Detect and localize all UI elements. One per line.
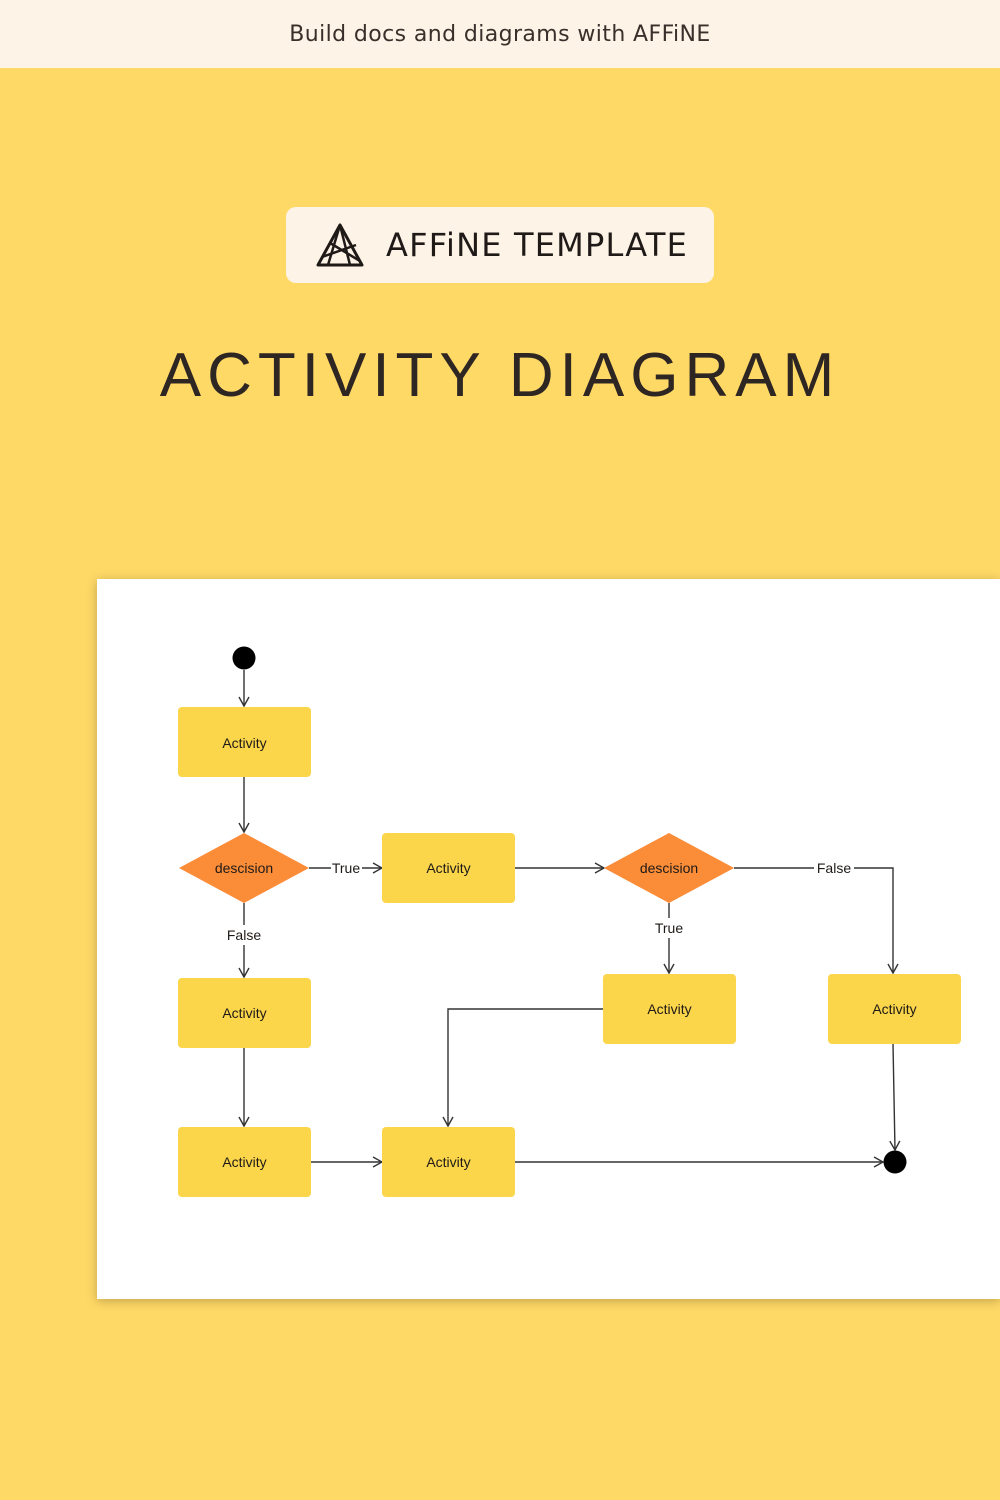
page-title: ACTIVITY DIAGRAM: [159, 341, 841, 410]
activity-label: Activity: [426, 860, 470, 876]
activity-node: Activity: [603, 974, 736, 1044]
end-node: [883, 1150, 907, 1174]
activity-node: Activity: [178, 978, 311, 1048]
badge-label: AFFiNE TEMPLATE: [386, 226, 688, 264]
activity-label: Activity: [647, 1001, 691, 1017]
activity-label: Activity: [872, 1001, 916, 1017]
decision-node: descision: [604, 833, 734, 903]
activity-node: Activity: [178, 707, 311, 777]
diagram-canvas: Activity Activity Activity Activity Acti…: [97, 579, 1000, 1299]
decision-label: descision: [640, 860, 698, 876]
start-node: [232, 646, 256, 670]
activity-diagram: Activity Activity Activity Activity Acti…: [178, 646, 961, 1197]
activity-label: Activity: [426, 1154, 470, 1170]
top-banner: Build docs and diagrams with AFFiNE: [0, 0, 1000, 68]
activity-label: Activity: [222, 1154, 266, 1170]
activity-label: Activity: [222, 1005, 266, 1021]
edge-label-false: False: [817, 860, 851, 876]
decision-node: descision: [179, 833, 309, 903]
affine-logo-icon: [316, 223, 364, 267]
decision-label: descision: [215, 860, 273, 876]
template-badge: AFFiNE TEMPLATE: [286, 207, 714, 283]
activity-node: Activity: [382, 833, 515, 903]
edge-a5-to-a7: [442, 1008, 603, 1128]
edge-d2-false-part2: [854, 867, 899, 975]
activity-label: Activity: [222, 735, 266, 751]
activity-node: Activity: [178, 1127, 311, 1197]
edge-label-true: True: [655, 920, 683, 936]
activity-node: Activity: [382, 1127, 515, 1197]
activity-node: Activity: [828, 974, 961, 1044]
edge-label-true: True: [332, 860, 360, 876]
banner-text: Build docs and diagrams with AFFiNE: [289, 21, 711, 47]
edge-label-false: False: [227, 927, 261, 943]
edge-a6-to-end: [889, 1043, 901, 1152]
